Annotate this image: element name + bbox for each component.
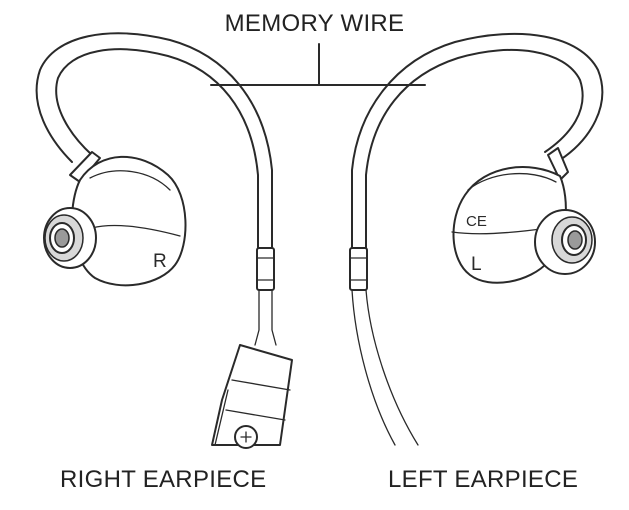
memory-wire-label: MEMORY WIRE	[224, 10, 405, 37]
left-ear-tip	[534, 209, 596, 275]
right-memory-wire	[35, 32, 273, 251]
ce-mark: CE	[466, 213, 487, 230]
memory-wire-callout	[210, 43, 426, 86]
left-letter: L	[471, 254, 482, 275]
right-letter: R	[153, 251, 167, 272]
right-earpiece-label: RIGHT EARPIECE	[60, 466, 267, 493]
left-earpiece-label: LEFT EARPIECE	[388, 466, 579, 493]
right-earpiece: R	[35, 32, 293, 449]
left-earpiece: CE L	[349, 32, 604, 446]
right-ear-tip	[43, 207, 97, 269]
left-memory-wire	[351, 32, 604, 251]
